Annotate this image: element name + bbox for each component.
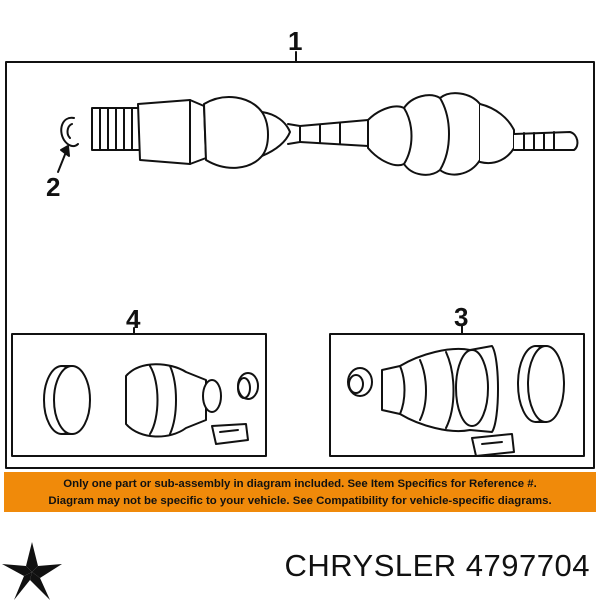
callout-1-label: 1 [288,26,302,56]
parts-diagram: 1 2 4 3 [5,26,595,469]
pentastar-icon [2,542,62,600]
inner-boot-kit-icon [43,363,259,445]
brand-part-number: CHRYSLER 4797704 [284,548,590,583]
disclaimer-banner: Only one part or sub-assembly in diagram… [4,472,596,512]
callout-2-label: 2 [46,172,60,202]
outer-boot-kit-icon [347,345,565,457]
retaining-ring-icon [60,116,79,148]
main-assembly-frame [5,61,595,469]
callout-2-leader [57,151,67,173]
callout-3-label: 3 [454,302,468,332]
disclaimer-line-2: Diagram may not be specific to your vehi… [48,495,552,507]
axle-shaft-icon [91,92,579,176]
callout-4-label: 4 [126,304,141,334]
callout-2-arrowhead [60,145,70,157]
disclaimer-line-1: Only one part or sub-assembly in diagram… [63,478,537,490]
